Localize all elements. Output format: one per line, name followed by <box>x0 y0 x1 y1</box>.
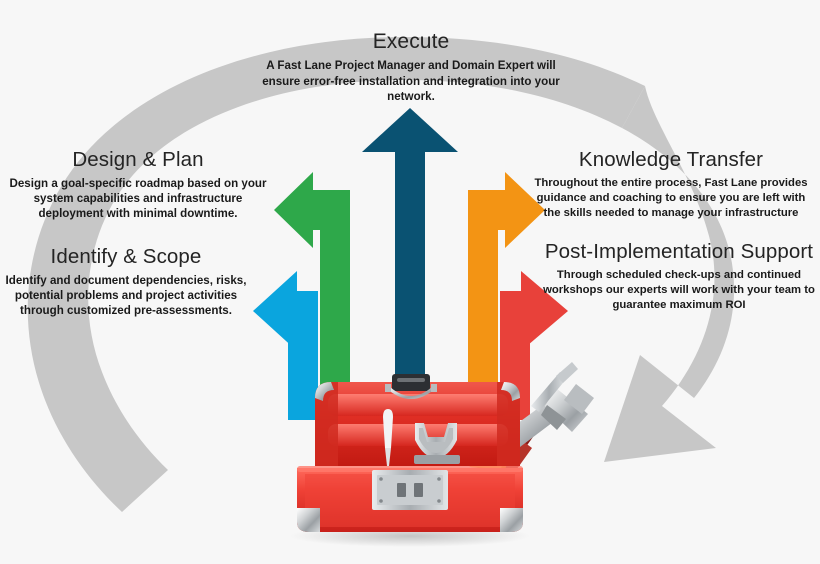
step-text-execute: Execute A Fast Lane Project Manager and … <box>250 30 572 104</box>
toolbox-latch <box>385 374 437 399</box>
design-and-plan-arrow-left <box>274 172 350 420</box>
lid-corner-cap-right <box>501 382 520 401</box>
toolbox-lid-rib-top <box>328 394 508 416</box>
step-title-identify-and-scope: Identify & Scope <box>50 245 202 268</box>
knowledge-transfer-arrow-right <box>468 172 545 420</box>
step-title-knowledge-transfer: Knowledge Transfer <box>578 148 764 171</box>
body-corner-cap-right <box>500 508 523 532</box>
step-text-post-implementation-support: Post-Implementation Support Through sche… <box>540 240 818 313</box>
identify-and-scope-arrow-left <box>253 271 318 420</box>
step-body-design-and-plan: Design a goal-specific roadmap based on … <box>9 176 267 221</box>
post-implementation-support-arrow-right <box>500 271 568 420</box>
step-body-knowledge-transfer: Throughout the entire process, Fast Lane… <box>534 176 808 219</box>
step-text-design-and-plan: Design & Plan Design a goal-specific roa… <box>2 148 274 222</box>
body-corner-cap-left <box>297 508 320 532</box>
cycle-ring-right-arc <box>604 86 735 462</box>
step-title-design-and-plan: Design & Plan <box>72 148 204 171</box>
toolbox-body <box>297 466 523 532</box>
step-title-post-implementation-support: Post-Implementation Support <box>544 240 814 263</box>
cycle-ring-left-arc <box>27 37 646 512</box>
step-body-execute: A Fast Lane Project Manager and Domain E… <box>262 59 560 103</box>
toolbox-handle <box>386 387 436 399</box>
tool-wrench <box>414 423 460 464</box>
step-text-knowledge-transfer: Knowledge Transfer Throughout the entire… <box>528 148 814 221</box>
step-title-execute: Execute <box>372 30 450 53</box>
cycle-ring-arc <box>27 37 735 512</box>
tool-screwdriver-flat <box>531 362 578 412</box>
tool-screwdriver-phillips <box>383 409 393 466</box>
lid-corner-cap-left <box>315 382 334 401</box>
step-body-post-implementation-support: Through scheduled check-ups and continue… <box>543 268 815 311</box>
execute-arrow-up <box>362 108 458 420</box>
step-text-identify-and-scope: Identify & Scope Identify and document d… <box>2 245 250 319</box>
step-body-identify-and-scope: Identify and document dependencies, risk… <box>5 273 247 318</box>
